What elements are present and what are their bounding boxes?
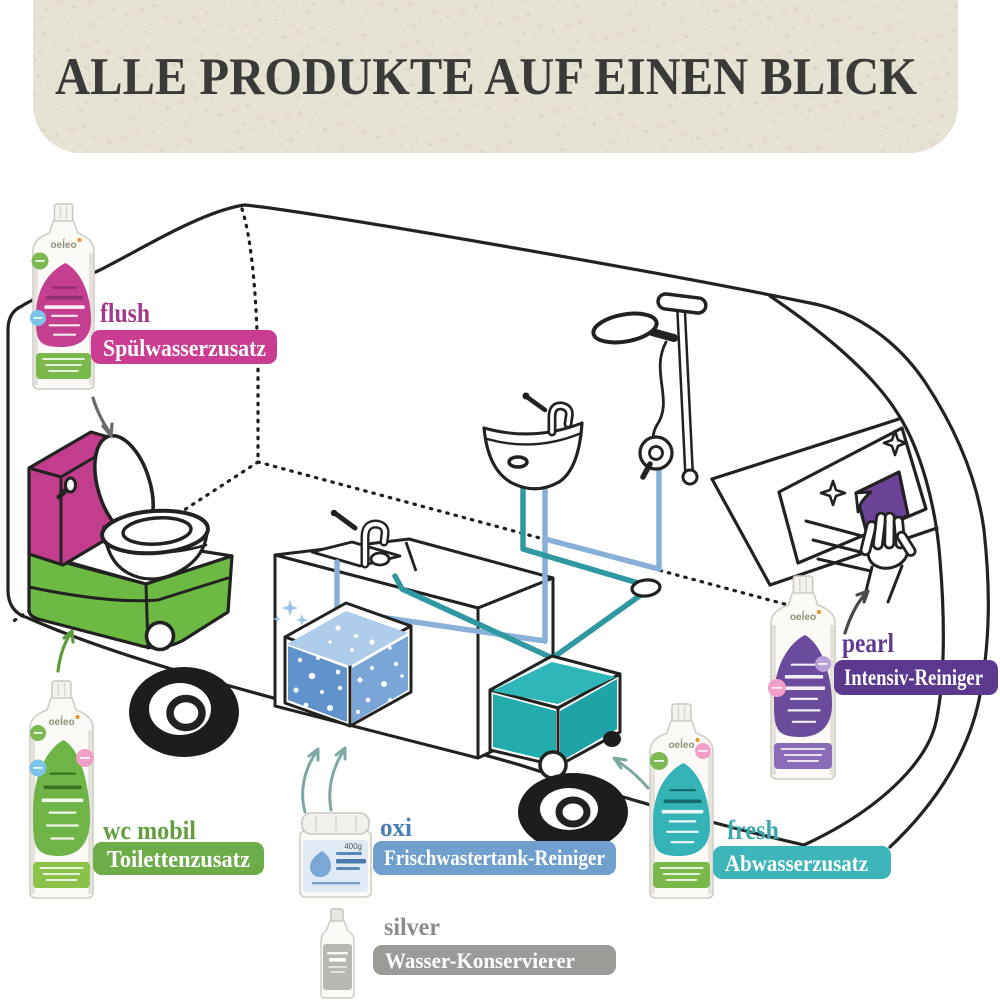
svg-text:wc mobil: wc mobil (103, 816, 196, 845)
svg-text:oeĺeo: oeĺeo (50, 237, 76, 251)
svg-text:oeĺeo: oeĺeo (48, 714, 74, 728)
svg-text:fresh: fresh (727, 815, 779, 845)
svg-text:400g: 400g (344, 842, 362, 851)
svg-text:Frischwastertank-Reiniger: Frischwastertank-Reiniger (384, 845, 605, 870)
svg-text:oxi: oxi (380, 813, 412, 842)
svg-text:silver: silver (384, 914, 440, 941)
svg-text:ALLE PRODUKTE AUF EINEN BLICK: ALLE PRODUKTE AUF EINEN BLICK (55, 48, 917, 106)
svg-text:Spülwasserzusatz: Spülwasserzusatz (103, 336, 266, 362)
svg-text:Abwasserzusatz: Abwasserzusatz (725, 851, 868, 876)
svg-text:flush: flush (100, 298, 150, 328)
svg-text:oeĺeo: oeĺeo (668, 737, 694, 751)
svg-text:Toilettenzusatz: Toilettenzusatz (107, 847, 250, 873)
svg-text:Intensiv-Reiniger: Intensiv-Reiniger (844, 665, 983, 690)
svg-text:oeĺeo: oeĺeo (790, 609, 816, 623)
svg-text:pearl: pearl (842, 628, 894, 658)
svg-text:Wasser-Konservierer: Wasser-Konservierer (385, 948, 575, 973)
